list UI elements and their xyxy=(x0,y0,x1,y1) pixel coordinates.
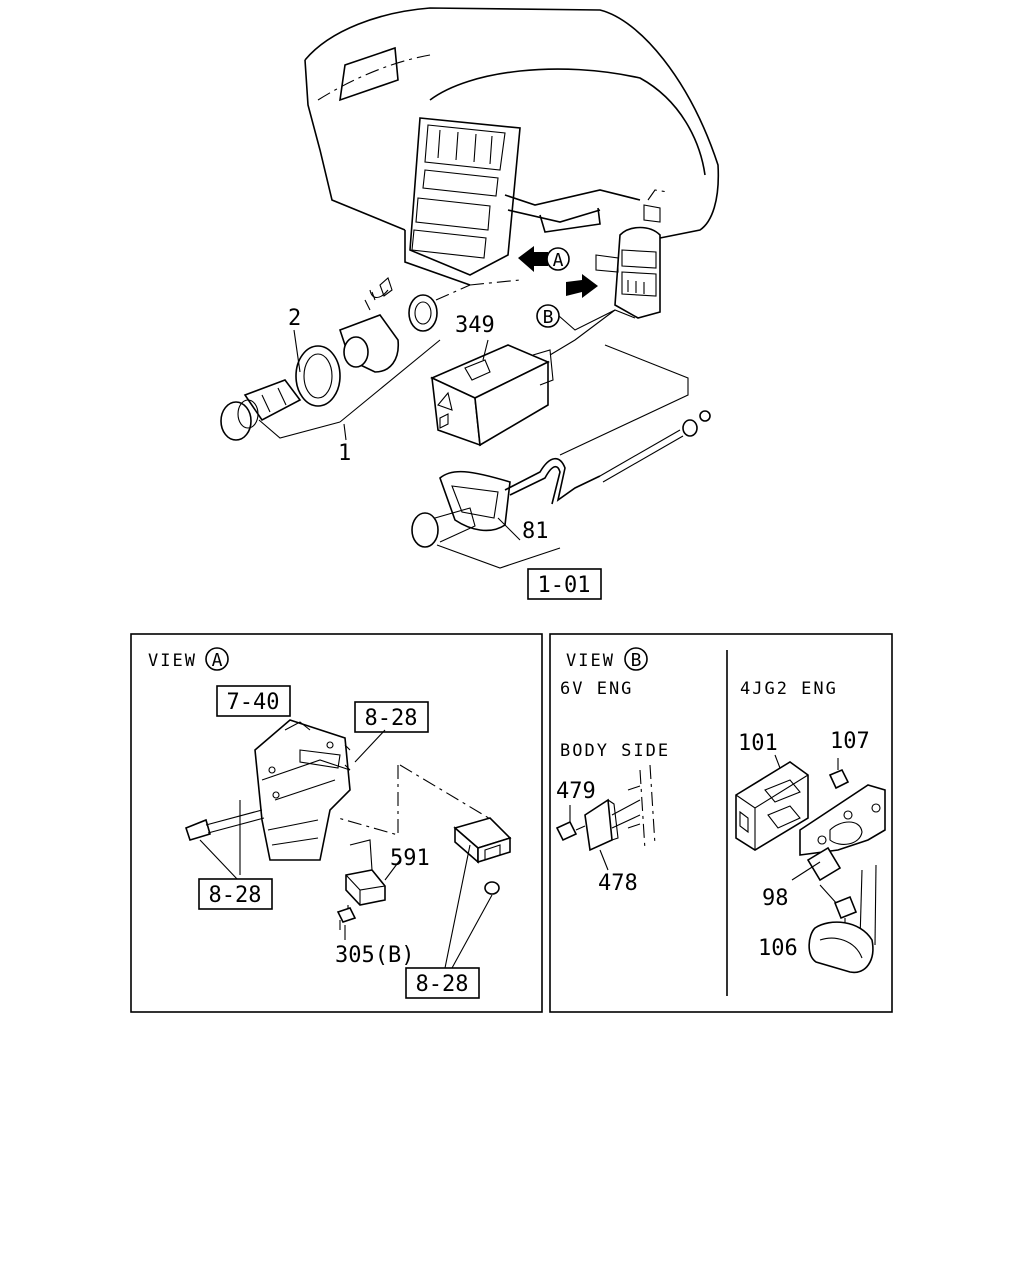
callout-1: 1 xyxy=(338,441,351,466)
ref-box-8-28-top xyxy=(354,701,429,733)
callout-2: 2 xyxy=(288,306,301,331)
ref-8-28-bottom: 8-28 xyxy=(416,972,469,997)
engine-6v-label: 6V ENG xyxy=(560,679,633,699)
cigar-lighter-assembly xyxy=(220,277,471,441)
callout-349: 349 xyxy=(455,313,495,338)
relay-bracket xyxy=(254,700,386,861)
ref-box-7-40 xyxy=(216,685,291,717)
ref-box-8-28-left xyxy=(198,878,273,910)
callout-591: 591 xyxy=(390,846,430,871)
ref-7-40: 7-40 xyxy=(227,690,280,715)
control-unit-101 xyxy=(735,754,809,851)
ref-8-28-top: 8-28 xyxy=(365,706,418,731)
callout-81: 81 xyxy=(522,519,549,544)
relay-591 xyxy=(336,839,401,940)
ref-1-01: 1-01 xyxy=(538,573,591,598)
callout-107: 107 xyxy=(830,729,870,754)
view-b-circle: B xyxy=(631,650,642,671)
engine-4jg2-label: 4JG2 ENG xyxy=(740,679,838,699)
callout-106: 106 xyxy=(758,936,798,961)
circle-a-label: A xyxy=(553,250,564,271)
view-a-circle: A xyxy=(212,650,223,671)
callout-98: 98 xyxy=(762,886,789,911)
bracket-478 xyxy=(555,764,656,871)
callout-479: 479 xyxy=(556,779,596,804)
hazard-switch xyxy=(430,309,616,447)
cable-assembly xyxy=(411,344,711,569)
callout-101: 101 xyxy=(738,731,778,756)
pedal xyxy=(808,864,877,974)
direction-arrows: A B xyxy=(518,246,636,331)
view-a-title: VIEW xyxy=(148,651,197,671)
instrument-panel xyxy=(304,7,720,319)
circle-b-label: B xyxy=(543,307,554,328)
bolt xyxy=(185,800,265,881)
flasher-unit xyxy=(337,764,512,969)
callout-305b: 305(B) xyxy=(335,943,414,968)
ref-box-1-01 xyxy=(527,568,602,600)
view-b-title: VIEW xyxy=(566,651,615,671)
ref-box-8-28-bottom xyxy=(405,967,480,999)
mounting-plate xyxy=(791,758,886,945)
body-side-label: BODY SIDE xyxy=(560,741,670,761)
callout-478: 478 xyxy=(598,871,638,896)
ref-8-28-left: 8-28 xyxy=(209,883,262,908)
